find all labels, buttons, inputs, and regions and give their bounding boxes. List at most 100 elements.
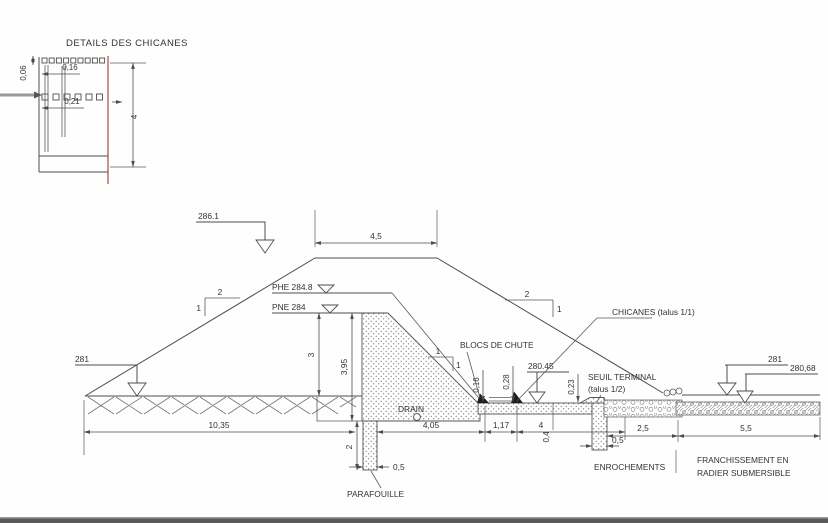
enrochements-label: ENROCHEMENTS xyxy=(594,462,666,472)
slope-marker-drain: 1 1 xyxy=(428,346,461,371)
slope-drain-v: 1 xyxy=(456,360,461,370)
dim-3-label: 3 xyxy=(306,352,316,357)
dim-radier-length: 5,5 xyxy=(677,423,821,438)
slope-marker-left: 2 1 xyxy=(196,287,240,316)
level-marker-floor: 280.45 xyxy=(527,361,569,404)
inset-dim-left-label: 0,06 xyxy=(19,65,28,80)
dim-023-label: 0,23 xyxy=(567,379,576,394)
dim-117-label: 1,17 xyxy=(493,420,510,430)
label-chicanes: CHICANES (talus 1/1) xyxy=(516,307,695,402)
blocs-label: BLOCS DE CHUTE xyxy=(460,340,534,350)
dim-405-label: 4,05 xyxy=(423,420,440,430)
inset-title: DETAILS DES CHICANES xyxy=(66,38,188,49)
inset-dim-mid-label: 0,21 xyxy=(64,97,79,106)
foundation-x-hatch xyxy=(87,396,357,415)
label-seuil-terminal: SEUIL TERMINAL (talus 1/2) xyxy=(588,372,657,403)
dim-028-label: 0,28 xyxy=(502,374,511,389)
transition-coil-icon xyxy=(663,387,683,397)
label-drain: DRAIN xyxy=(398,404,424,414)
floor-slab xyxy=(477,402,601,415)
embankment-outline xyxy=(84,257,664,397)
slope-left-h: 2 xyxy=(218,287,223,297)
seuil-label-line2: (talus 1/2) xyxy=(588,384,625,394)
dim-seuil-width: 0,5 xyxy=(580,435,624,448)
inset-base-band xyxy=(39,155,108,173)
water-level-triangle-icon xyxy=(316,284,336,294)
dim-05-seuil-label: 0,5 xyxy=(612,435,624,445)
radier-band xyxy=(675,401,821,416)
level-marker-pne: PNE 284 xyxy=(272,302,388,314)
franchissement-label-line2: RADIER SUBMERSIBLE xyxy=(697,468,791,478)
drain-pipe-icon xyxy=(413,413,421,421)
dim-395-label: 3,95 xyxy=(339,359,349,376)
ground-left-label: 281 xyxy=(75,354,89,364)
dim-seuil-height: 0,23 xyxy=(567,374,580,403)
level-triangle-icon xyxy=(528,391,546,404)
dim-4-label: 4 xyxy=(539,420,544,430)
lead-arrowhead-icon xyxy=(34,91,42,99)
crest-width-label: 4,5 xyxy=(370,231,382,241)
chicane-detail-inset: DETAILS DES CHICANES 0,16 xyxy=(0,38,188,184)
dim-slab-thickness: 0,4 xyxy=(542,403,554,443)
dim-parafouille-depth: 2 xyxy=(344,420,359,471)
parafouille-body xyxy=(362,420,378,471)
level-marker-water-right: 281 xyxy=(717,354,788,396)
dim-parafouille-width: 0,5 xyxy=(349,462,405,472)
inset-lead-bar xyxy=(0,91,42,99)
floor-level-label: 280.45 xyxy=(528,361,554,371)
inset-dim-mid: 0,21 xyxy=(41,97,84,110)
dim-enrochements-length: 2,5 xyxy=(606,423,679,438)
inset-top-square-row xyxy=(41,57,106,64)
inset-dim-top: 0,16 xyxy=(41,63,80,76)
main-section: 286.1 PHE 284.8 PNE 284 281 280.45 281 xyxy=(75,210,821,499)
slope-left-v: 1 xyxy=(196,303,201,313)
level-triangle-icon xyxy=(255,239,275,254)
inset-chicane-legs xyxy=(44,65,66,152)
radier-level-label: 280,68 xyxy=(790,363,816,373)
slope-right-h: 2 xyxy=(525,289,530,299)
label-parafouille: PARAFOUILLE xyxy=(347,470,405,499)
dim-bloc-height2: 0,28 xyxy=(502,366,515,403)
franchissement-label-line1: FRANCHISSEMENT EN xyxy=(697,455,789,465)
seuil-label-line1: SEUIL TERMINAL xyxy=(588,372,657,382)
dim-blocs-spacing: 1,17 xyxy=(484,420,518,434)
seuil-body xyxy=(591,402,608,451)
slope-drain-h: 1 xyxy=(436,346,441,356)
crest-level-label: 286.1 xyxy=(198,211,219,221)
seuil-crest xyxy=(579,397,607,404)
dim-drain-base: 4,05 xyxy=(376,420,486,434)
water-right-label: 281 xyxy=(768,354,782,364)
dim-2-label: 2 xyxy=(344,444,354,449)
dim-04-label: 0,4 xyxy=(542,431,551,443)
dim-05-para-label: 0,5 xyxy=(393,462,405,472)
level-marker-crest: 286.1 xyxy=(196,211,275,254)
slope-marker-right: 2 1 xyxy=(505,289,562,317)
inset-dim-height-label: 4 xyxy=(130,114,139,119)
dim-25-label: 2,5 xyxy=(637,423,649,433)
drain-face-outer-line xyxy=(391,292,484,404)
dim-base-left: 10,35 xyxy=(83,420,356,434)
label-franchissement: FRANCHISSEMENT EN RADIER SUBMERSIBLE xyxy=(697,455,791,478)
window-bar-fill xyxy=(0,518,828,523)
dim-pne-to-trench: 3,95 xyxy=(339,312,354,422)
inset-dim-top-label: 0,16 xyxy=(62,63,77,72)
water-level-triangle-icon xyxy=(320,304,340,314)
level-marker-ground-left: 281 xyxy=(75,354,147,397)
phe-label: PHE 284.8 xyxy=(272,282,313,292)
label-blocs-de-chute: BLOCS DE CHUTE xyxy=(460,340,534,399)
trench-outline xyxy=(316,397,362,422)
inset-dim-left: 0,06 xyxy=(19,55,35,81)
chicanes-label: CHICANES (talus 1/1) xyxy=(612,307,695,317)
enrochements-band xyxy=(603,399,683,418)
window-edge-bar xyxy=(0,517,828,525)
dim-crest-width: 4,5 xyxy=(314,210,438,247)
dim-55-label: 5,5 xyxy=(740,423,752,433)
slope-right-v: 1 xyxy=(557,304,562,314)
dim-channel-length: 4 xyxy=(516,420,626,434)
dim-pne-to-ground: 3 xyxy=(306,312,321,397)
level-triangle-icon xyxy=(127,382,147,397)
label-enrochements: ENROCHEMENTS xyxy=(594,450,677,473)
chicane-rail-lines xyxy=(489,397,511,402)
